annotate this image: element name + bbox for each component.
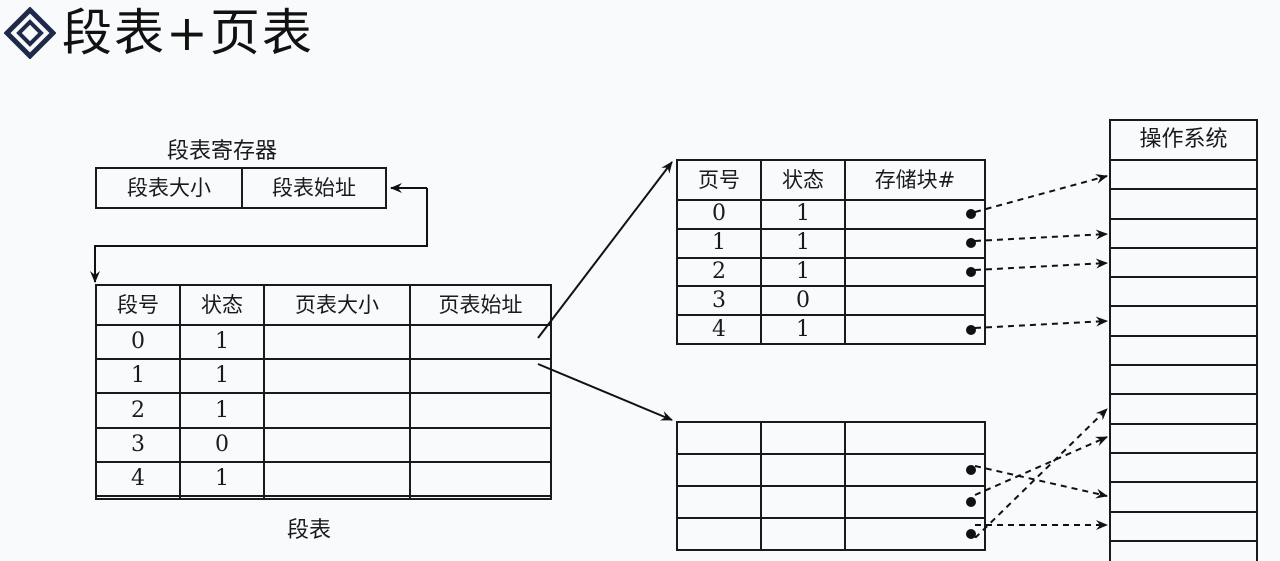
pointer-dot-icon <box>966 465 976 475</box>
col-segment-number: 段号 <box>95 284 181 326</box>
segment-table-caption: 段表 <box>287 518 332 543</box>
col-status: 状态 <box>760 159 846 201</box>
memory-block <box>1111 190 1256 220</box>
memory-block <box>1111 425 1256 454</box>
col-status: 状态 <box>179 284 265 326</box>
nested-diamond-icon <box>4 7 56 59</box>
segment-register: 段表大小 段表始址 <box>95 167 387 209</box>
memory-block <box>1111 337 1256 367</box>
col-page-table-size: 页表大小 <box>263 284 411 326</box>
title-text: 段表+页表 <box>62 4 314 62</box>
pointer-dot-icon <box>966 497 976 507</box>
segment-table-size-field: 段表大小 <box>95 167 243 209</box>
memory-block <box>1111 220 1256 249</box>
page-table-2 <box>676 421 986 551</box>
col-page-number: 页号 <box>676 159 762 201</box>
memory-block <box>1111 278 1256 308</box>
memory-block <box>1111 513 1256 542</box>
table-row <box>95 495 552 500</box>
table-row <box>676 517 986 551</box>
page-to-frame-arrows <box>974 174 1108 538</box>
slide-title: 段表+页表 <box>4 2 314 64</box>
segment-table-header: 段号 状态 页表大小 页表始址 <box>95 284 552 326</box>
table-row <box>676 485 986 519</box>
segment-to-page-table-arrows <box>537 161 673 421</box>
memory-block <box>1111 395 1256 425</box>
table-row <box>676 421 986 455</box>
memory-block <box>1111 249 1256 279</box>
col-storage-block: 存储块# <box>844 159 986 201</box>
pointer-dot-icon <box>966 238 976 249</box>
memory-block <box>1111 161 1256 191</box>
segment-register-caption: 段表寄存器 <box>167 139 278 164</box>
memory-block <box>1111 366 1256 396</box>
pointer-dot-icon <box>966 529 976 539</box>
memory-blocks <box>1111 161 1256 542</box>
table-row <box>676 453 986 487</box>
physical-memory: 操作系统 <box>1109 119 1258 561</box>
page-table-header: 页号 状态 存储块# <box>676 159 986 201</box>
memory-block <box>1111 454 1256 484</box>
memory-block <box>1111 483 1256 513</box>
pointer-dot-icon <box>966 266 976 277</box>
memory-header-os: 操作系统 <box>1111 121 1256 161</box>
memory-block <box>1111 307 1256 337</box>
pointer-dot-icon <box>966 324 976 335</box>
segment-table-base-field: 段表始址 <box>241 167 387 209</box>
col-page-table-base: 页表始址 <box>409 284 552 326</box>
pointer-dot-icon <box>966 209 976 220</box>
